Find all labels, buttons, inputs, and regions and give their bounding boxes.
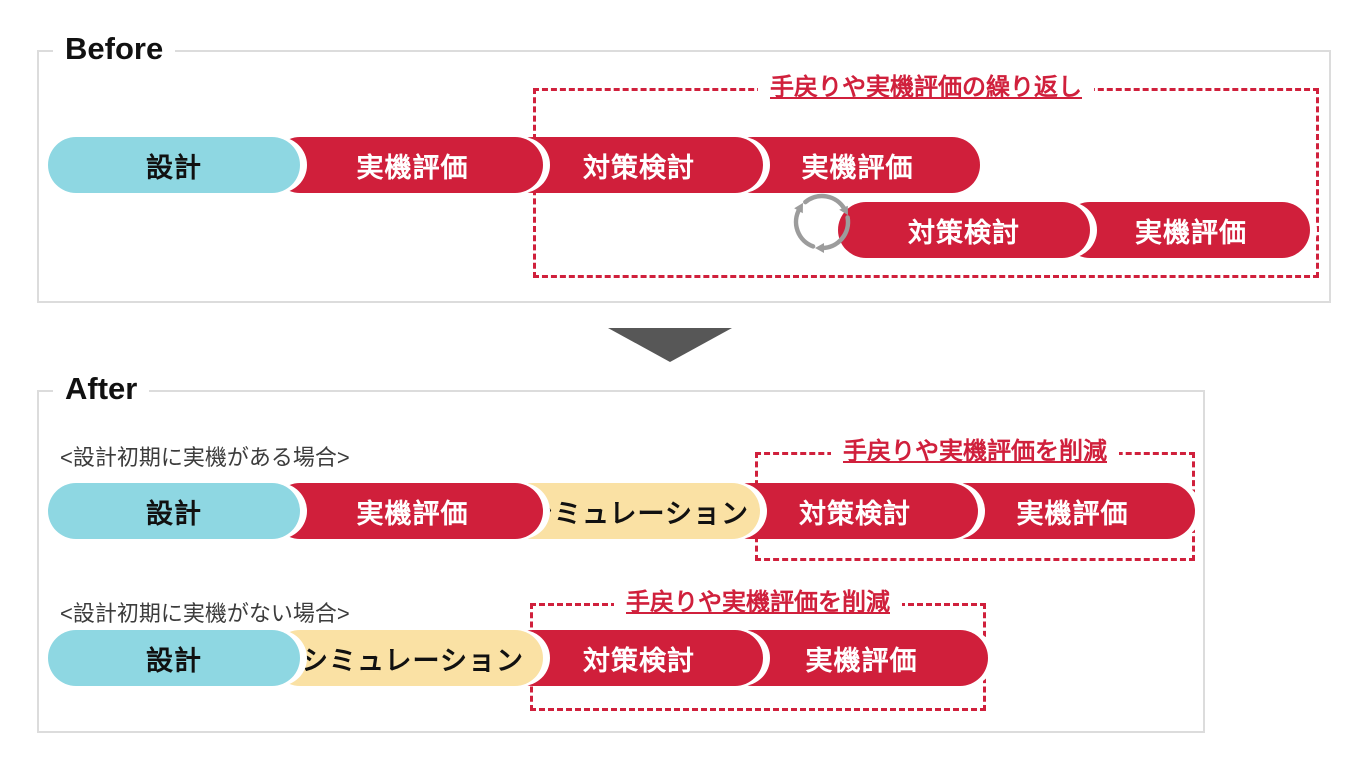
after-case2-step-simulation: シミュレーション <box>272 630 543 686</box>
before-step-hardware-eval-2: 実機評価 <box>725 137 980 193</box>
after-case1-step-hardware-eval-2: 実機評価 <box>940 483 1195 539</box>
after-title: After <box>53 371 150 407</box>
down-arrow-icon <box>608 328 732 362</box>
after-case1-step-design: 設計 <box>48 483 300 539</box>
before-step-hardware-eval-1: 実機評価 <box>272 137 543 193</box>
after-case2-step-hardware-eval: 実機評価 <box>725 630 988 686</box>
after-case1-caption: <設計初期に実機がある場合> <box>60 445 350 470</box>
before-loop-dashed-box: 手戻りや実機評価の繰り返し <box>533 74 1319 278</box>
before-loop-label: 手戻りや実機評価の繰り返し <box>758 74 1094 103</box>
after-case2-reduction-label: 手戻りや実機評価を削減 <box>614 589 902 618</box>
before-step-design: 設計 <box>48 137 300 193</box>
before-title: Before <box>53 31 176 67</box>
after-case2-caption: <設計初期に実機がない場合> <box>60 601 350 626</box>
after-case1-step-simulation: シミュレーション <box>505 483 760 539</box>
after-case1-reduction-label: 手戻りや実機評価を削減 <box>831 438 1119 467</box>
before-step-countermeasure-2: 対策検討 <box>838 202 1090 258</box>
after-case2-step-countermeasure: 対策検討 <box>505 630 763 686</box>
cycle-arrows-icon <box>786 186 858 263</box>
after-case1-step-hardware-eval-1: 実機評価 <box>272 483 543 539</box>
after-case2-step-design: 設計 <box>48 630 300 686</box>
before-step-hardware-eval-3: 実機評価 <box>1062 202 1310 258</box>
after-case1-step-countermeasure: 対策検討 <box>722 483 978 539</box>
before-step-countermeasure-1: 対策検討 <box>505 137 763 193</box>
